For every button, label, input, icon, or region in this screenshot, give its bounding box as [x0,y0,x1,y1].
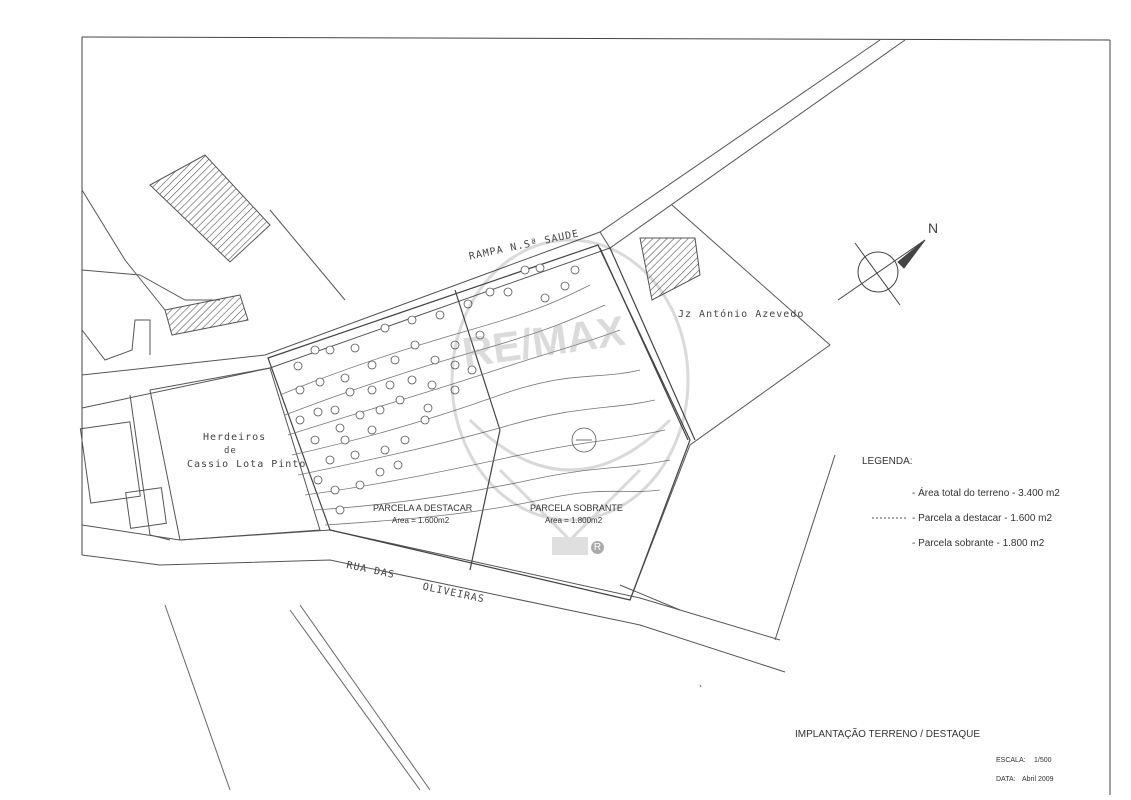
parcel-a-title: PARCELA A DESTACAR [373,503,473,513]
parcel-a-area: Area = 1.600m2 [392,516,450,525]
well-marker [571,427,597,453]
label-neighbor-azevedo: Jz António Azevedo [678,309,805,320]
legend-item-parcel-sobrante: - Parcela sobrante - 1.800 m2 [912,538,1045,549]
neighbor-azevedo-boundary [619,204,836,641]
parcel-b-area: Area = 1.800m2 [545,516,603,525]
drawing-title: IMPLANTAÇÃO TERRENO / DESTAQUE [795,729,981,740]
label-north: N [928,220,939,236]
label-neighbor-herdeiros-1: Herdeiros [203,432,267,443]
upper-left-buildings [81,154,701,361]
legend-item-total-area: - Área total do terreno - 3.400 m2 [912,488,1060,499]
parcel-b-title: PARCELA SOBRANTE [530,503,623,513]
parcel-main-boundary [267,244,696,601]
scale-value: 1/500 [1034,757,1052,764]
neighbor-herdeiros-boundary [79,367,321,541]
label-neighbor-herdeiros-2: de [224,446,237,456]
olive-trees [293,263,580,515]
drawing-frame [81,36,1111,795]
road-oliveiras [81,524,786,673]
legend-dashed-line-icon [872,517,906,519]
watermark-registered: R [591,541,604,554]
terrain-contours [279,284,671,526]
remax-watermark [450,238,690,555]
lower-boundaries [164,604,702,791]
north-arrow-icon [837,239,926,306]
road-rampa [81,39,906,409]
legend-title: LEGENDA: [862,456,913,467]
label-neighbor-herdeiros-3: Cassio Lota Pinto [187,459,307,470]
date-value: Abril 2009 [1022,776,1054,783]
scale-label: ESCALA: [996,757,1026,764]
date-label: DATA: [996,776,1016,783]
legend-item-parcel-destacar: - Parcela a destacar - 1.600 m2 [912,513,1053,524]
